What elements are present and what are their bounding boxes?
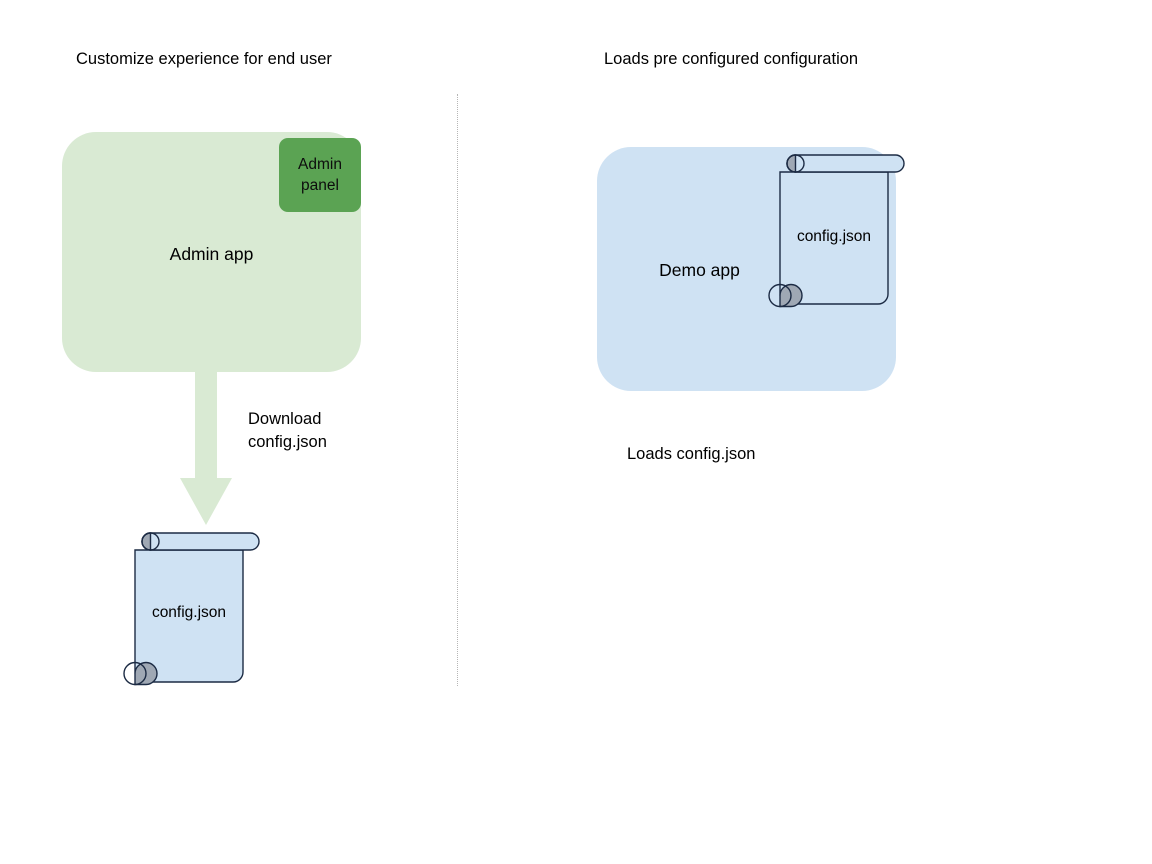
admin-app-label: Admin app — [169, 244, 254, 264]
demo-app-label: Demo app — [659, 260, 740, 280]
download-arrow-label-line2: config.json — [248, 432, 327, 451]
left-section-title: Customize experience for end user — [76, 50, 332, 68]
loads-config-json-caption: Loads config.json — [627, 445, 756, 463]
right-section-title: Loads pre configured configuration — [604, 50, 859, 68]
config-json-document-left[interactable] — [123, 528, 274, 692]
download-arrow-label: Download config.json — [248, 408, 327, 453]
section-divider — [457, 94, 458, 686]
admin-panel-badge[interactable]: Admin panel — [279, 138, 361, 212]
config-json-document-right[interactable] — [768, 150, 919, 314]
config-json-label-left: config.json — [151, 604, 227, 621]
config-json-label-right: config.json — [796, 228, 872, 245]
download-arrow-label-line1: Download — [248, 410, 322, 428]
download-arrow-icon — [170, 370, 242, 528]
